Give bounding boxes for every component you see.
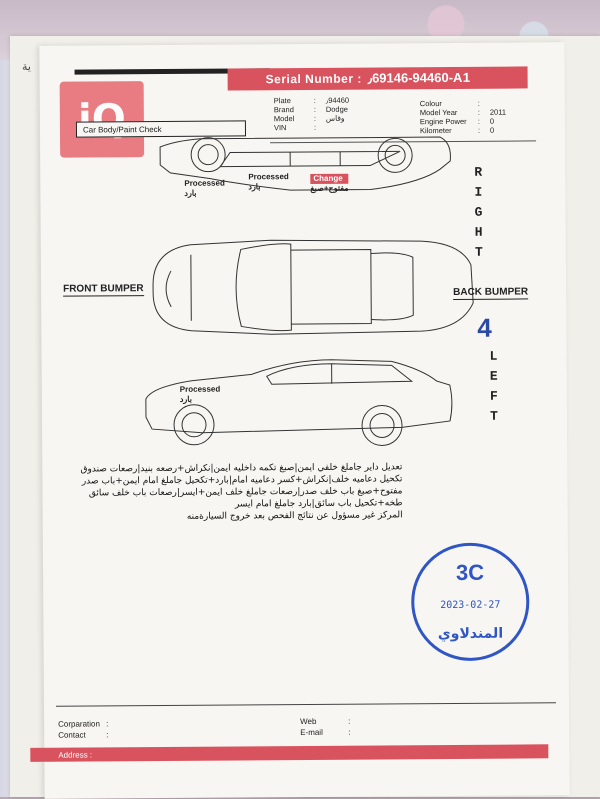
- web-label: Web: [300, 716, 348, 727]
- right-letter: R: [468, 163, 488, 183]
- left-side-label: L E F T: [483, 347, 504, 427]
- inspection-report-sheet: Serial Number : ٫69146-94460-A1 iQ Car B…: [39, 42, 569, 799]
- right-letter: G: [468, 203, 488, 223]
- front-bumper-label: FRONT BUMPER: [63, 283, 144, 297]
- corporation-label: Corparation: [58, 718, 106, 729]
- processed-tag-front-left: Processed بارد: [180, 385, 221, 405]
- footer-left: Corparation: Contact:: [58, 718, 111, 740]
- processed-tag-front-right: Processed بارد: [184, 179, 225, 199]
- processed-tag-door-right: Processed بارد: [248, 172, 289, 192]
- right-letter: H: [469, 223, 489, 243]
- processed-tag-text: Processed: [184, 179, 225, 189]
- footer-divider: [56, 702, 556, 706]
- back-bumper-label: BACK BUMPER: [453, 286, 528, 300]
- inspection-stamp: 3C 2023-02-27 المندلاوي: [411, 542, 530, 661]
- footer-right: Web: E-mail:: [300, 716, 353, 738]
- processed-tag-arabic: بارد: [184, 189, 225, 199]
- left-letter: L: [483, 347, 503, 367]
- change-tag-text: Change: [310, 174, 348, 184]
- left-letter: F: [484, 387, 504, 407]
- processed-tag-arabic: بارد: [180, 395, 221, 405]
- processed-tag-text: Processed: [248, 172, 289, 182]
- processed-tag-arabic: بارد: [248, 182, 289, 192]
- right-side-label: R I G H T: [468, 163, 489, 263]
- inspection-notes: تعديل داير جاملغ خلفي ايمن|صبغ تكمه داخل…: [72, 461, 402, 523]
- left-letter: T: [484, 407, 504, 427]
- underlying-sheet-text: ية: [22, 60, 31, 73]
- stamp-code: 3C: [414, 559, 526, 586]
- car-top-view: [153, 239, 474, 335]
- contact-label: Contact: [58, 729, 106, 740]
- processed-tag-text: Processed: [180, 385, 221, 395]
- stamp-date: 2023-02-27: [414, 599, 526, 611]
- stamp-name: المندلاوي: [414, 625, 526, 642]
- disclaimer-line: المركز غير مسؤول عن نتائج الفحص بعد خروج…: [73, 509, 403, 523]
- change-tag-rear-door-right: Change مفتوح+صبغ: [310, 174, 348, 194]
- email-label: E-mail: [300, 727, 348, 738]
- right-letter: I: [468, 183, 488, 203]
- left-letter: E: [484, 367, 504, 387]
- address-label: Address: [58, 750, 87, 759]
- handwritten-number: 4: [477, 313, 492, 344]
- right-letter: T: [469, 243, 489, 263]
- address-bar: Address :: [30, 744, 548, 762]
- change-tag-arabic: مفتوح+صبغ: [310, 184, 348, 194]
